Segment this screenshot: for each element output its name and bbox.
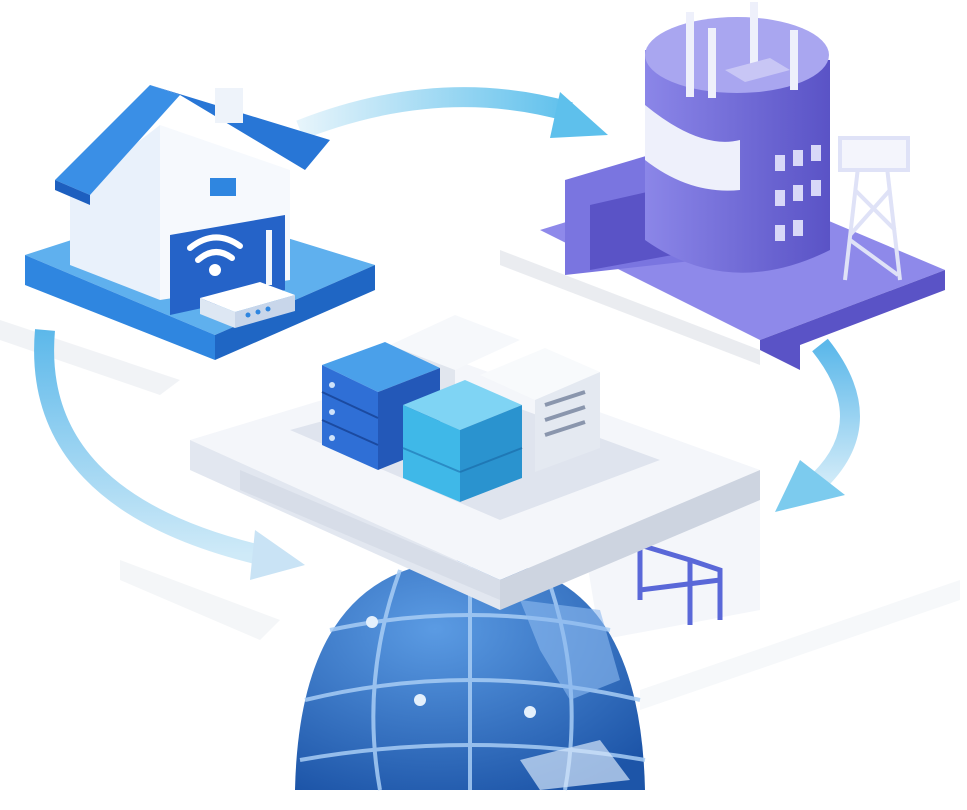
server-rack-icon <box>321 315 600 502</box>
cell-tower-icon <box>838 136 910 281</box>
arrow-provider-to-datacenter-icon <box>775 338 860 512</box>
globe-icon <box>295 560 646 791</box>
antenna-icon <box>686 2 798 98</box>
arrow-home-to-internet-icon <box>34 329 305 580</box>
arrow-home-to-provider-icon <box>296 87 608 140</box>
building-windows <box>775 145 821 241</box>
home-icon <box>25 85 375 360</box>
provider-building-icon <box>540 2 945 370</box>
router-icon <box>200 230 295 328</box>
wifi-icon <box>187 234 243 276</box>
